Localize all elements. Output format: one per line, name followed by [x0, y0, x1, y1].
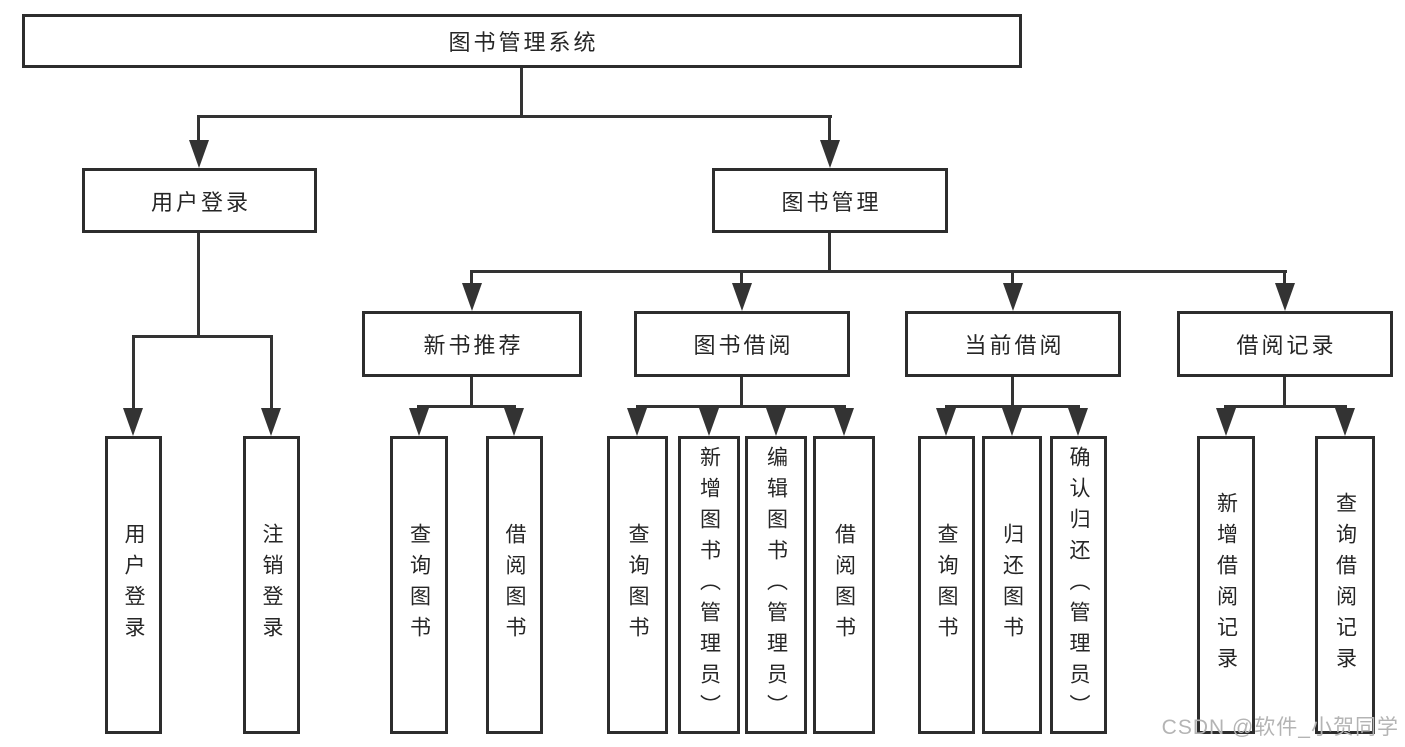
leaf-records-query-record: 查询借阅记录	[1315, 436, 1375, 734]
arrow-down-icon	[1068, 408, 1088, 436]
connector-line	[470, 375, 473, 408]
arrow-down-icon	[1003, 283, 1023, 311]
connector-line	[132, 335, 273, 338]
leaf-borrow-edit-book: 编辑图书（管理员）	[745, 436, 807, 734]
leaf-records-query-record-label: 查询借阅记录	[1333, 492, 1357, 678]
arrow-down-icon	[189, 140, 209, 168]
arrow-down-icon	[936, 408, 956, 436]
leaf-current-return-book-label: 归还图书	[1000, 523, 1024, 647]
node-root-label: 图书管理系统	[448, 30, 599, 55]
arrow-down-icon	[261, 408, 281, 436]
connector-line	[520, 66, 523, 117]
connector-line	[132, 337, 135, 412]
node-book-management: 图书管理	[712, 168, 948, 233]
connector-line	[197, 117, 200, 144]
connector-line	[1283, 375, 1286, 408]
node-user-login: 用户登录	[82, 168, 317, 233]
leaf-records-add-record-label: 新增借阅记录	[1214, 492, 1238, 678]
arrow-down-icon	[123, 408, 143, 436]
connector-line	[470, 270, 1287, 273]
leaf-records-add-record: 新增借阅记录	[1197, 436, 1255, 734]
arrow-down-icon	[820, 140, 840, 168]
leaf-recommend-query-book-label: 查询图书	[407, 523, 431, 647]
leaf-borrow-borrow-book: 借阅图书	[813, 436, 875, 734]
connector-line	[197, 115, 832, 118]
connector-line	[740, 272, 743, 286]
leaf-recommend-borrow-book: 借阅图书	[486, 436, 543, 734]
arrow-down-icon	[766, 408, 786, 436]
connector-line	[828, 117, 831, 144]
leaf-recommend-query-book: 查询图书	[390, 436, 448, 734]
leaf-borrow-query-book: 查询图书	[607, 436, 668, 734]
node-book-management-label: 图书管理	[781, 189, 882, 215]
arrow-down-icon	[699, 408, 719, 436]
leaf-logout-label: 注销登录	[260, 523, 283, 647]
arrow-down-icon	[732, 283, 752, 311]
leaf-current-confirm-return: 确认归还（管理员）	[1050, 436, 1107, 734]
arrow-down-icon	[834, 408, 854, 436]
node-new-book-recommend-label: 新书推荐	[423, 333, 524, 358]
leaf-current-query-book-label: 查询图书	[935, 523, 958, 647]
arrow-down-icon	[1335, 408, 1355, 436]
leaf-borrow-borrow-book-label: 借阅图书	[832, 523, 856, 647]
arrow-down-icon	[409, 408, 429, 436]
leaf-current-query-book: 查询图书	[918, 436, 975, 734]
leaf-borrow-add-book: 新增图书（管理员）	[678, 436, 740, 734]
node-new-book-recommend: 新书推荐	[362, 311, 582, 377]
connector-line	[417, 405, 516, 408]
connector-line	[270, 337, 273, 412]
leaf-recommend-borrow-book-label: 借阅图书	[503, 523, 526, 647]
node-current-borrow-label: 当前借阅	[964, 333, 1065, 358]
connector-line	[828, 231, 831, 273]
connector-line	[470, 272, 473, 286]
connector-line	[197, 231, 200, 338]
arrow-down-icon	[627, 408, 647, 436]
node-borrow-records: 借阅记录	[1177, 311, 1393, 377]
arrow-down-icon	[1002, 408, 1022, 436]
node-user-login-label: 用户登录	[150, 189, 251, 215]
connector-line	[740, 375, 743, 408]
leaf-current-return-book: 归还图书	[982, 436, 1042, 734]
arrow-down-icon	[1216, 408, 1236, 436]
leaf-borrow-edit-book-label: 编辑图书（管理员）	[764, 445, 788, 725]
node-root: 图书管理系统	[22, 14, 1022, 68]
connector-line	[636, 405, 846, 408]
leaf-borrow-add-book-label: 新增图书（管理员）	[697, 445, 721, 725]
leaf-borrow-query-book-label: 查询图书	[626, 523, 649, 647]
node-book-borrow: 图书借阅	[634, 311, 850, 377]
node-current-borrow: 当前借阅	[905, 311, 1121, 377]
connector-line	[1283, 272, 1286, 286]
node-book-borrow-label: 图书借阅	[693, 333, 794, 358]
watermark: CSDN @软件_小贺同学	[1161, 716, 1399, 739]
arrow-down-icon	[1275, 283, 1295, 311]
leaf-current-confirm-return-label: 确认归还（管理员）	[1067, 445, 1090, 725]
node-borrow-records-label: 借阅记录	[1236, 333, 1337, 358]
leaf-user-login-label: 用户登录	[122, 523, 145, 647]
leaf-logout: 注销登录	[243, 436, 300, 734]
arrow-down-icon	[504, 408, 524, 436]
arrow-down-icon	[462, 283, 482, 311]
connector-line	[945, 405, 1080, 408]
connector-line	[1224, 405, 1347, 408]
connector-line	[1011, 375, 1014, 408]
leaf-user-login: 用户登录	[105, 436, 162, 734]
connector-line	[1011, 272, 1014, 286]
